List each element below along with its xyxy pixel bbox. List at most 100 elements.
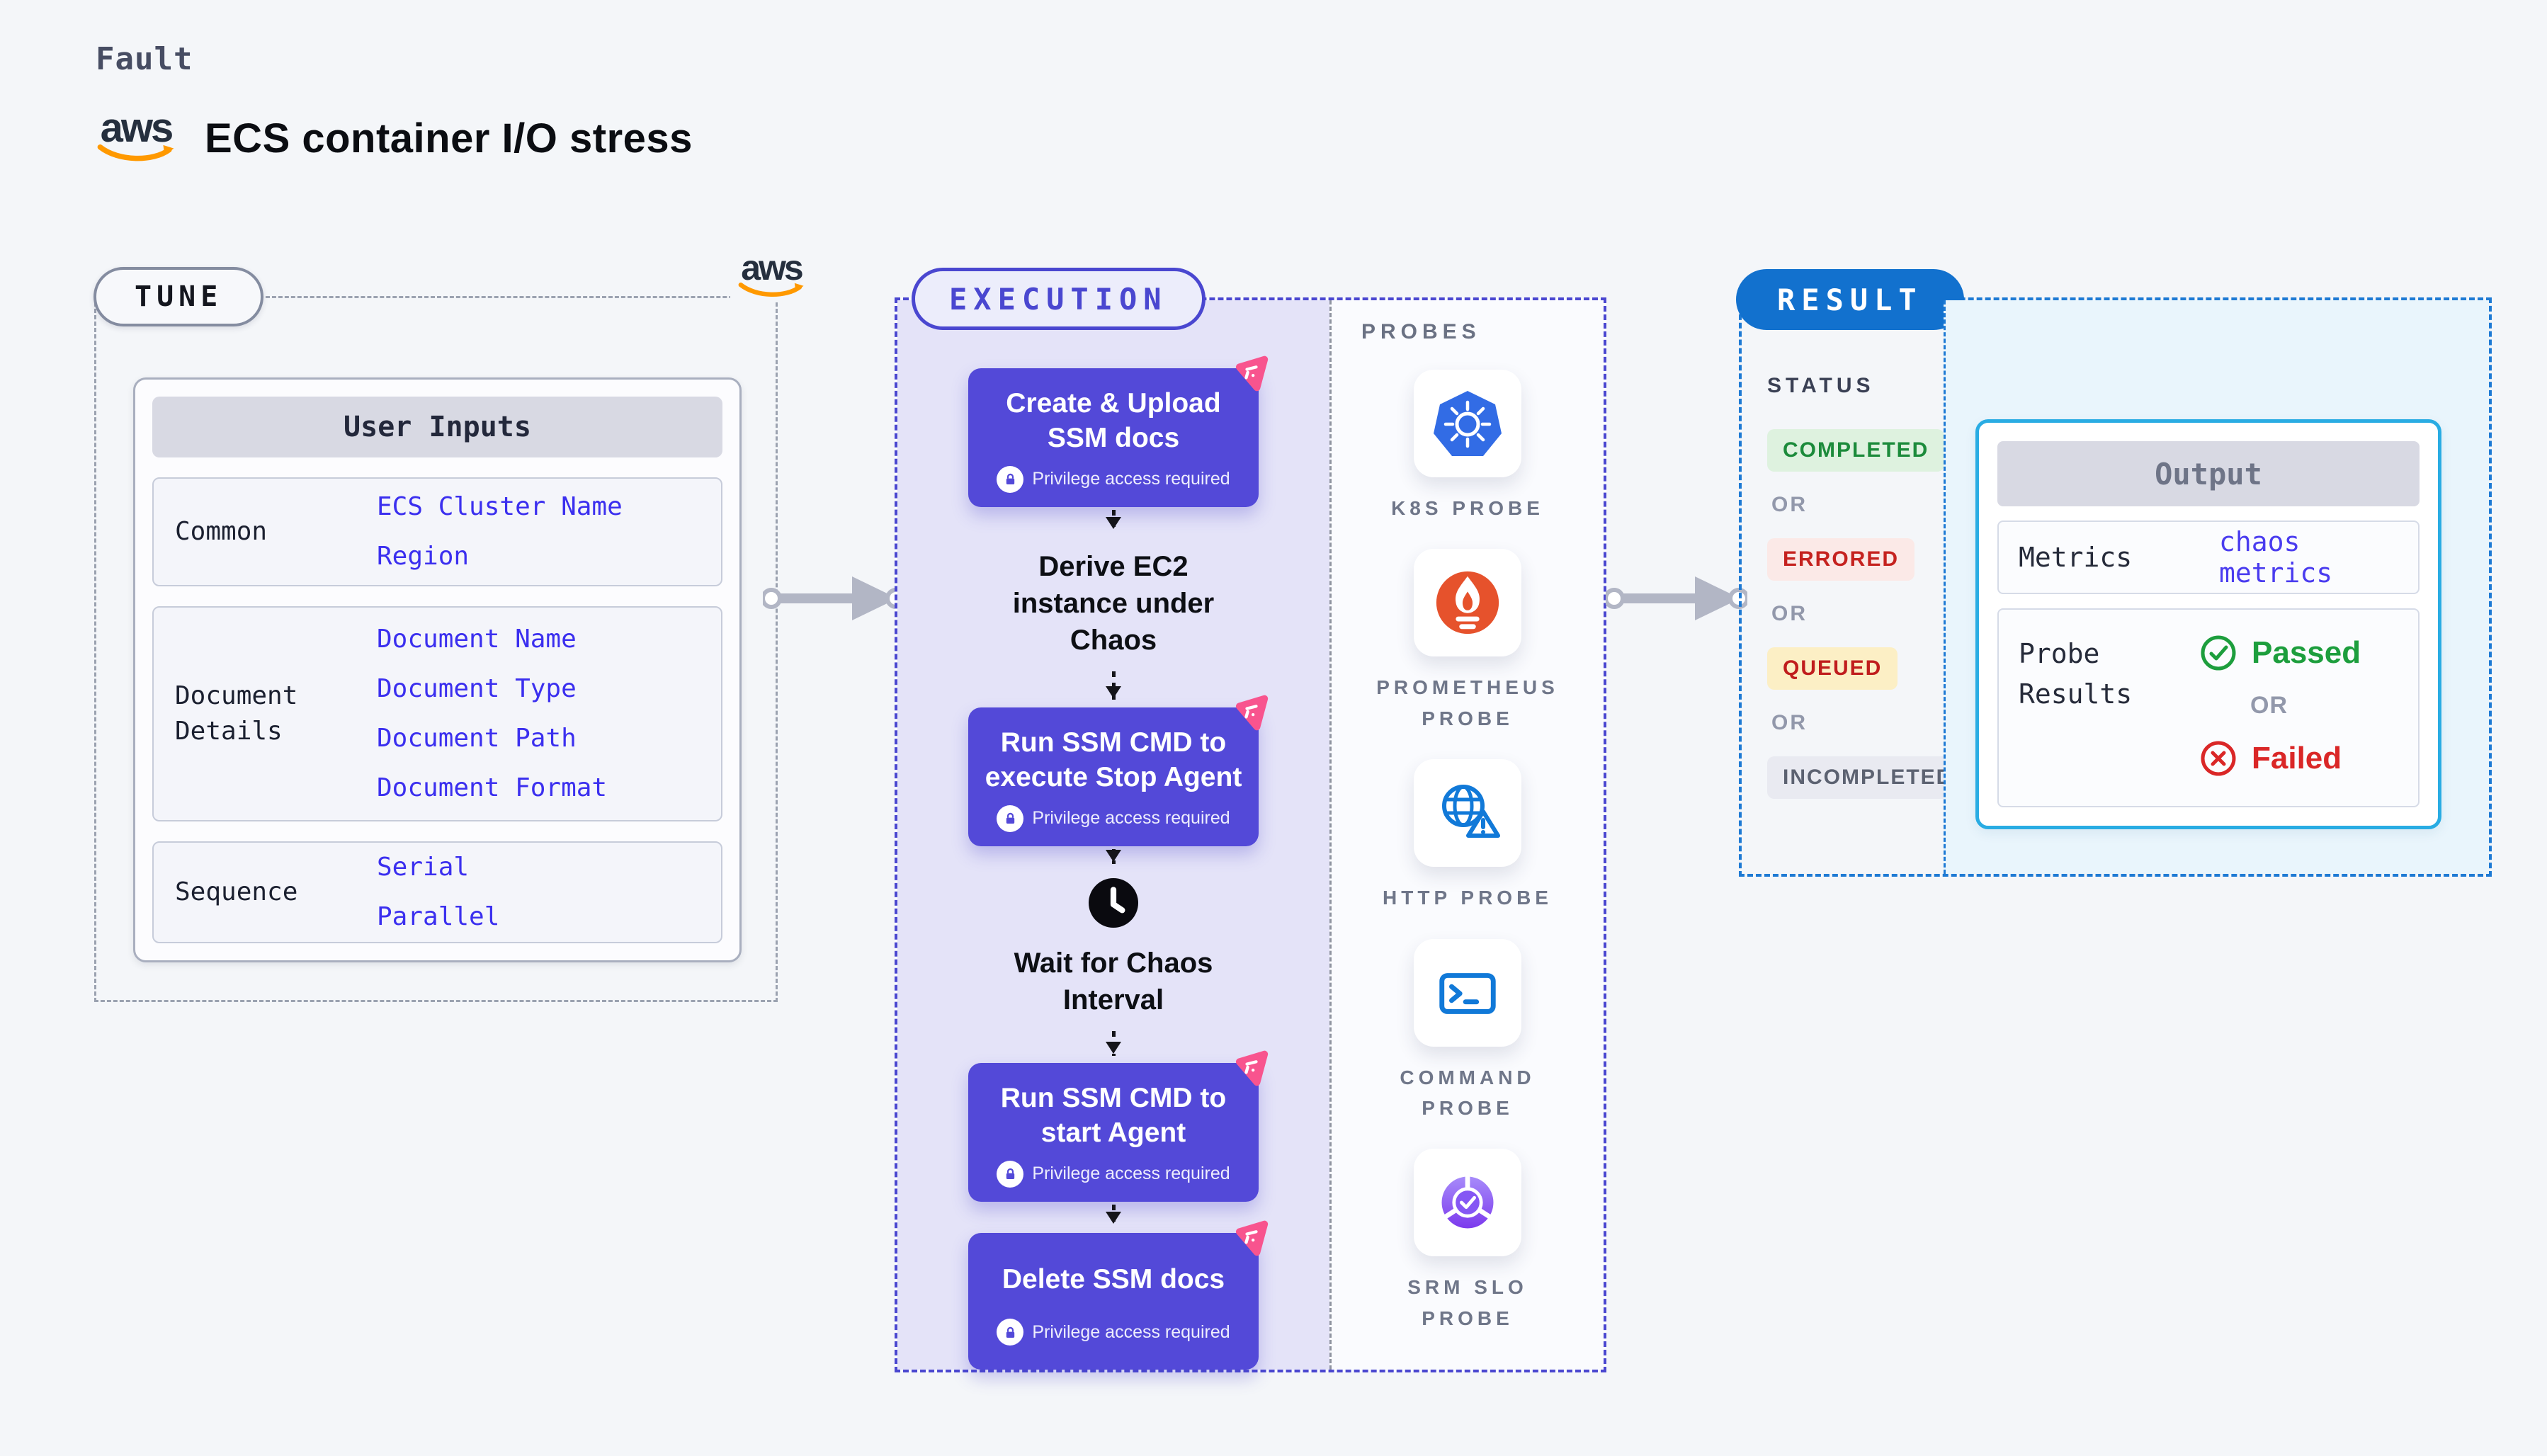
row-values: ECS Cluster Name Region (377, 482, 623, 581)
execution-flow: Create & Upload SSM docs Privilege acces… (897, 300, 1329, 1370)
flow-arrow (1111, 848, 1116, 865)
prometheus-icon (1436, 571, 1499, 635)
probe-item-prometheus: PROMETHEUS PROBE (1374, 549, 1562, 734)
row-value: Document Path (377, 724, 577, 753)
step-title: Create & Upload SSM docs (1006, 388, 1221, 453)
step-derive-ec2-text: Derive EC2 instance under Chaos (1012, 551, 1215, 656)
execution-to-result-arrow (1606, 576, 1747, 620)
kubernetes-icon (1433, 391, 1502, 456)
check-circle-icon (2201, 635, 2236, 671)
step-create-upload-ssm-docs: Create & Upload SSM docs Privilege acces… (968, 356, 1269, 507)
probe-card (1414, 1149, 1521, 1257)
probe-card (1414, 938, 1521, 1047)
lock-icon (997, 465, 1024, 493)
privilege-text: Privilege access required (1032, 1321, 1230, 1342)
http-globe-icon (1441, 785, 1500, 838)
flow-arrow (1111, 1204, 1116, 1227)
probe-item-k8s: K8S PROBE (1391, 370, 1544, 523)
command-terminal-icon (1439, 972, 1496, 1014)
execution-label-pill: EXECUTION (912, 268, 1206, 330)
probe-results-values: Passed OR Failed (2199, 634, 2361, 778)
step-title: Run SSM CMD to execute Stop Agent (985, 727, 1242, 793)
clock-icon (1089, 878, 1138, 928)
row-label: Document Details (175, 681, 298, 746)
page-title: ECS container I/O stress (205, 115, 693, 162)
row-values: Serial Parallel (377, 843, 499, 942)
privilege-note: Privilege access required (982, 465, 1244, 493)
chaos-icon (1235, 1050, 1269, 1086)
table-row-sequence: Sequence Serial Parallel (152, 841, 722, 943)
step-delete-ssm-docs: Delete SSM docs Privilege access require… (968, 1220, 1269, 1370)
privilege-text: Privilege access required (1032, 1164, 1230, 1184)
metrics-value: chaos metrics (2219, 526, 2333, 588)
or-separator: OR (1771, 493, 1808, 516)
status-badge-completed: COMPLETED (1767, 429, 1945, 472)
result-label-pill: RESULT (1736, 269, 1964, 330)
probe-results-label: Probe Results (2019, 638, 2133, 710)
srm-slo-gauge-icon (1441, 1175, 1494, 1229)
probe-card (1413, 759, 1521, 868)
flow-arrow (1111, 509, 1116, 532)
step-title: Delete SSM docs (1002, 1264, 1225, 1295)
row-value: ECS Cluster Name (377, 492, 623, 521)
result-section: RESULT STATUS COMPLETED OR ERRORED OR QU… (1736, 269, 2492, 877)
page-header: aws ECS container I/O stress (94, 105, 693, 165)
row-value: Document Format (377, 773, 608, 802)
aws-wordmark: aws (100, 105, 174, 151)
failed-label: Failed (2252, 741, 2342, 775)
passed-result: Passed (2199, 634, 2361, 672)
metrics-row: Metrics chaos metrics (1997, 521, 2420, 594)
step-wait-chaos-interval-text: Wait for Chaos Interval (1014, 948, 1213, 1016)
row-value: Document Name (377, 625, 577, 654)
probe-results-row: Probe Results Passed OR (1997, 608, 2420, 807)
execution-section: EXECUTION Create & Upload SSM docs Privi… (895, 268, 1606, 1372)
status-badge-incompleted: INCOMPLETED (1767, 756, 1969, 799)
privilege-note: Privilege access required (982, 1160, 1244, 1188)
flow-arrow (1111, 671, 1116, 701)
privilege-note: Privilege access required (982, 1319, 1244, 1346)
row-value: Serial (377, 853, 470, 882)
aws-swoosh-icon (97, 144, 174, 161)
failed-result: Failed (2199, 739, 2361, 778)
passed-label: Passed (2252, 635, 2361, 670)
table-header: User Inputs (152, 397, 722, 457)
probe-card (1414, 549, 1521, 657)
tune-label-pill: TUNE (93, 267, 264, 326)
step-run-ssm-start-agent: Run SSM CMD to start Agent Privilege acc… (968, 1050, 1269, 1202)
fault-kicker: Fault (96, 41, 193, 77)
row-value: Region (377, 542, 470, 571)
row-values: Document Name Document Type Document Pat… (377, 615, 607, 813)
step-run-ssm-stop-agent: Run SSM CMD to execute Stop Agent Privil… (968, 695, 1269, 846)
status-column: STATUS COMPLETED OR ERRORED OR QUEUED OR… (1742, 300, 1969, 874)
probe-item-srm-slo: SRM SLO PROBE (1374, 1149, 1562, 1333)
tune-section: TUNE aws User Inputs Common ECS Cluster … (93, 250, 812, 1002)
probes-heading: PROBES (1361, 320, 1481, 343)
x-circle-icon (2201, 741, 2236, 776)
metrics-label: Metrics (2019, 541, 2133, 573)
user-inputs-table: User Inputs Common ECS Cluster Name Regi… (133, 377, 742, 962)
status-badge-errored: ERRORED (1767, 538, 1915, 581)
lock-icon (997, 1319, 1024, 1346)
aws-logo-corner: aws (730, 250, 812, 302)
probe-item-command: COMMAND PROBE (1374, 938, 1562, 1124)
step-title: Run SSM CMD to start Agent (1000, 1083, 1227, 1148)
table-row-common: Common ECS Cluster Name Region (152, 477, 722, 586)
status-heading: STATUS (1767, 374, 1875, 397)
or-separator: OR (1771, 711, 1808, 734)
probe-card (1413, 370, 1521, 477)
status-badge-queued: QUEUED (1767, 647, 1898, 690)
privilege-text: Privilege access required (1032, 808, 1230, 829)
lock-icon (997, 804, 1024, 832)
privilege-text: Privilege access required (1032, 469, 1230, 489)
probe-label: HTTP PROBE (1383, 887, 1553, 909)
flow-arrow (1111, 1031, 1116, 1057)
row-label: Common (175, 516, 268, 546)
output-header: Output (1997, 441, 2420, 506)
row-value: Parallel (377, 902, 500, 931)
output-card: Output Metrics chaos metrics Probe Resul… (1975, 419, 2441, 829)
or-separator: OR (1771, 602, 1808, 625)
row-label: Sequence (175, 877, 298, 906)
tune-to-execution-arrow (763, 576, 904, 620)
probe-label: K8S PROBE (1391, 497, 1544, 519)
chaos-icon (1235, 356, 1269, 392)
